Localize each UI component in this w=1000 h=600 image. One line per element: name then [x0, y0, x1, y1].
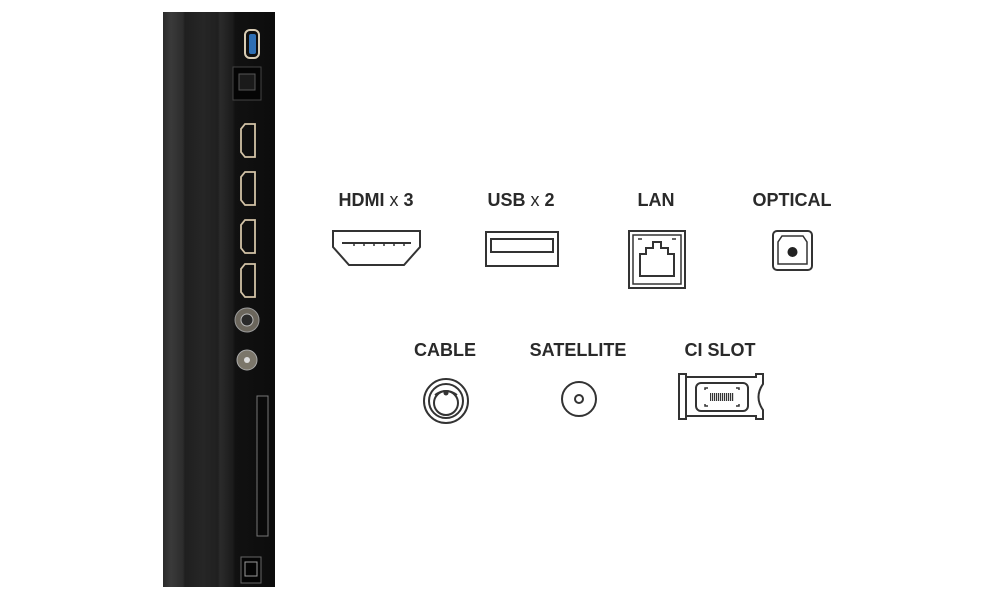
panel-ports — [232, 29, 269, 584]
usb-icon — [485, 231, 559, 267]
panel-cable-port — [234, 307, 260, 333]
label-hdmi: HDMI x 3 — [338, 190, 414, 210]
label-usb: USB x 2 — [487, 190, 555, 210]
optical-icon — [772, 230, 813, 271]
panel-optical-port — [240, 556, 262, 584]
label-cable: CABLE — [414, 340, 476, 360]
panel-ci-slot — [256, 395, 269, 537]
satellite-icon — [561, 381, 597, 417]
panel-usb-port — [244, 29, 260, 59]
panel-lan-port — [232, 66, 262, 101]
cable-icon — [423, 378, 469, 424]
label-ci-slot: CI SLOT — [684, 340, 756, 360]
panel-hdmi-ports — [240, 123, 256, 298]
label-optical: OPTICAL — [752, 190, 832, 210]
tv-rear-panel — [163, 12, 275, 587]
label-lan: LAN — [637, 190, 675, 210]
lan-icon — [628, 230, 686, 289]
panel-satellite-port — [236, 349, 258, 371]
ci-slot-icon — [678, 373, 764, 420]
hdmi-icon — [332, 230, 421, 266]
label-satellite: SATELLITE — [529, 340, 627, 360]
